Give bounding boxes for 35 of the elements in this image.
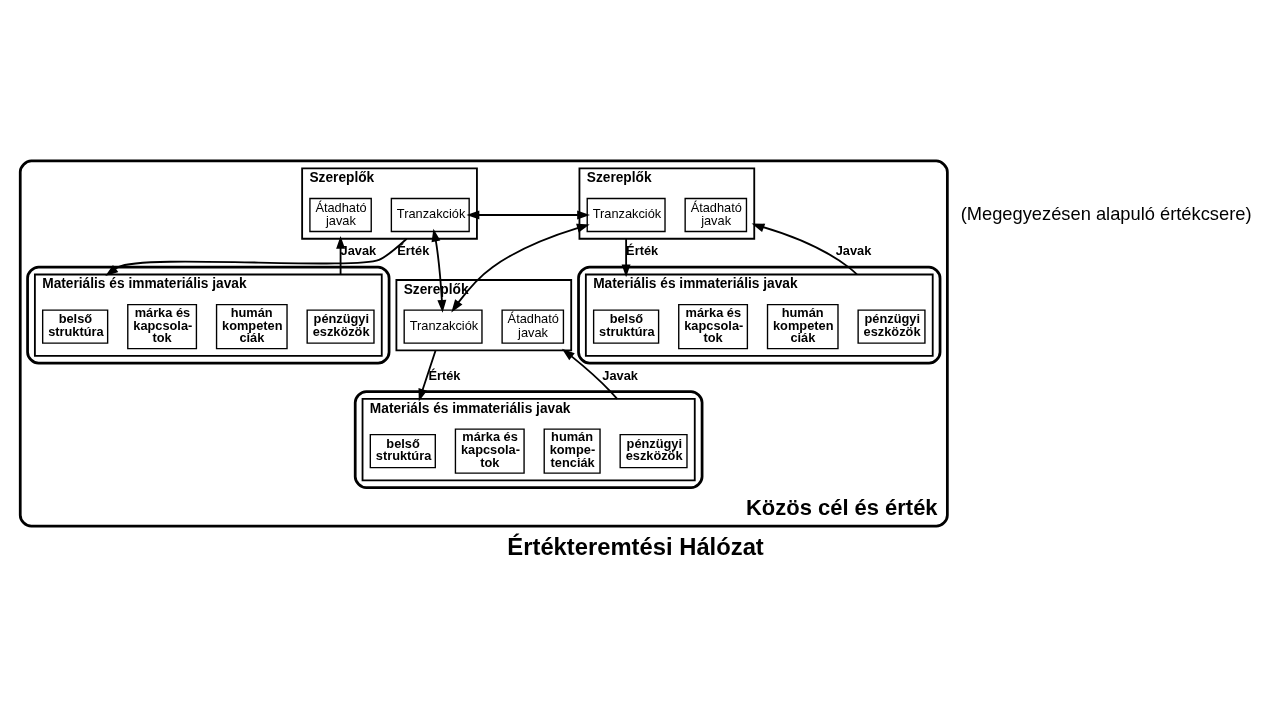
node-box: márka és kapcsola- tok [127,303,198,349]
edge-label: Javak [340,242,377,258]
node-box: pénzügyi eszközök [306,308,375,344]
node-box: belső struktúra [592,308,660,344]
edge-label: Javak [835,242,872,258]
node-box: Tranzakciók [403,308,483,344]
diagram-title: Értékteremtési Hálózat [507,532,764,560]
node-box: humán kompeten ciák [766,303,839,349]
arrow [561,348,619,400]
node-box: Tranzakciók [586,197,666,232]
node-box: belső struktúra [42,308,109,344]
node-box: Átadható javak [309,197,372,232]
arrow [431,228,447,313]
edge-label: Érték [397,242,430,258]
label: (Megegyezésen alapuló értékcsere) [960,202,1252,224]
arrow [418,349,437,402]
arrow [336,235,346,275]
node-box: Átadható javak [684,197,748,232]
node-box: márka és kapcsola- tok [454,427,525,474]
node-box: belső struktúra [369,433,436,468]
arrow [451,223,590,312]
node-box: Átadható javak [501,308,565,344]
node-box: Tranzakciók [390,197,470,232]
arrow [751,222,858,275]
edge-label: Érték [626,242,659,258]
node-box: humán kompeten ciák [215,303,288,349]
node-box: márka és kapcsola- tok [678,303,749,349]
arrow [105,237,408,276]
node-box: pénzügyi eszközök [857,308,926,344]
arrow [466,210,590,219]
edge-label: Javak [602,367,638,383]
arrow [621,237,631,277]
edge-label: Érték [428,367,461,383]
node-box: humán kompe- tenciák [543,427,601,474]
node-box: pénzügyi eszközök [619,433,688,468]
